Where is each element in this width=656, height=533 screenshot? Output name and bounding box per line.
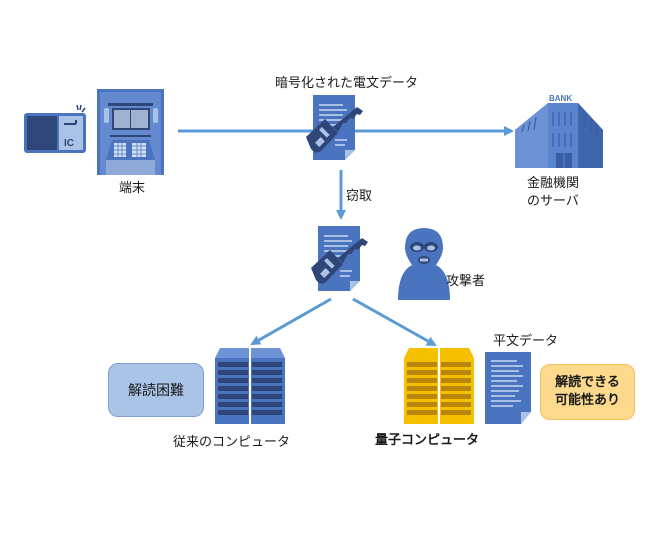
quantum-computer-label: 量子コンピュータ xyxy=(375,433,480,448)
classical-computer-label: 従来のコンピュータ xyxy=(173,435,291,450)
bank-server-label-line1: 金融機関 xyxy=(527,176,580,191)
encrypted-data-label: 暗号化された電文データ xyxy=(275,76,419,91)
key-icon xyxy=(311,238,368,284)
decryption-possible-line2: 可能性あり xyxy=(554,393,620,408)
intercepted-document-icon xyxy=(311,226,368,291)
bank-server-label-line2: のサーバ xyxy=(527,194,579,209)
decryption-hard-text: 解読困難 xyxy=(128,383,184,399)
decryption-possible-line1: 解読できる xyxy=(555,375,620,391)
quantum-server-icon xyxy=(404,348,474,424)
decryption-possible-box: 解読できる 可能性あり xyxy=(540,364,635,420)
svg-text:IC: IC xyxy=(64,138,74,149)
server-rack-icon xyxy=(215,348,285,424)
attacker-label: 攻撃者 xyxy=(446,274,486,289)
key-icon xyxy=(306,107,363,153)
masked-attacker-icon xyxy=(398,228,450,300)
terminal-label: 端末 xyxy=(119,181,146,196)
bank-sign: BANK xyxy=(549,94,572,103)
atm-icon xyxy=(97,89,164,175)
bank-building-icon: BANK xyxy=(515,94,603,168)
arrow-to-classical xyxy=(250,297,332,346)
intercept-label: 窃取 xyxy=(346,189,373,204)
encrypted-document-icon xyxy=(306,95,363,160)
plaintext-label: 平文データ xyxy=(493,334,559,349)
plain-document-icon xyxy=(485,352,531,424)
arrow-to-quantum xyxy=(352,297,437,347)
decryption-hard-box: 解読困難 xyxy=(108,363,204,417)
ic-card-icon: IC xyxy=(24,104,86,153)
